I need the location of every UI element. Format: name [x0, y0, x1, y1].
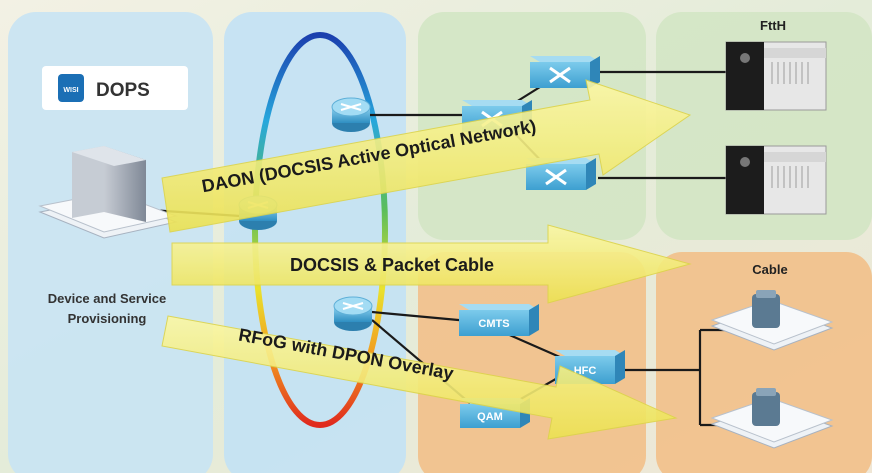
hfc-label: HFC	[574, 365, 597, 377]
wisi-logo-icon	[58, 74, 84, 102]
cable-label: Cable	[752, 262, 787, 277]
provisioning-label-line1: Device and Service	[48, 291, 167, 306]
docsis-arrow: DOCSIS & Packet Cable	[171, 224, 692, 304]
cable-node-1-icon	[710, 290, 834, 351]
provisioning-zone	[8, 12, 213, 473]
dops-title: DOPS	[96, 80, 150, 101]
provisioning-server-icon	[38, 146, 178, 239]
ftth-unit-2-icon	[725, 145, 827, 215]
provisioning-label-line2: Provisioning	[68, 311, 147, 326]
wisi-logo-text: WISI	[63, 87, 78, 94]
ftth-unit-1-icon	[725, 41, 827, 111]
backbone-ring	[252, 32, 388, 428]
qam-label: QAM	[477, 411, 503, 423]
router-bottom-icon	[333, 296, 373, 331]
cmts-label: CMTS	[478, 318, 509, 330]
router-top-icon	[331, 97, 371, 132]
cmts-box: CMTS	[459, 304, 539, 336]
docsis-arrow-label: DOCSIS & Packet Cable	[290, 255, 494, 275]
cable-node-2-icon	[710, 388, 834, 449]
switch-icon-1	[530, 56, 600, 88]
dops-logo: WISI DOPS	[42, 66, 188, 110]
ftth-label: FttH	[760, 18, 786, 33]
